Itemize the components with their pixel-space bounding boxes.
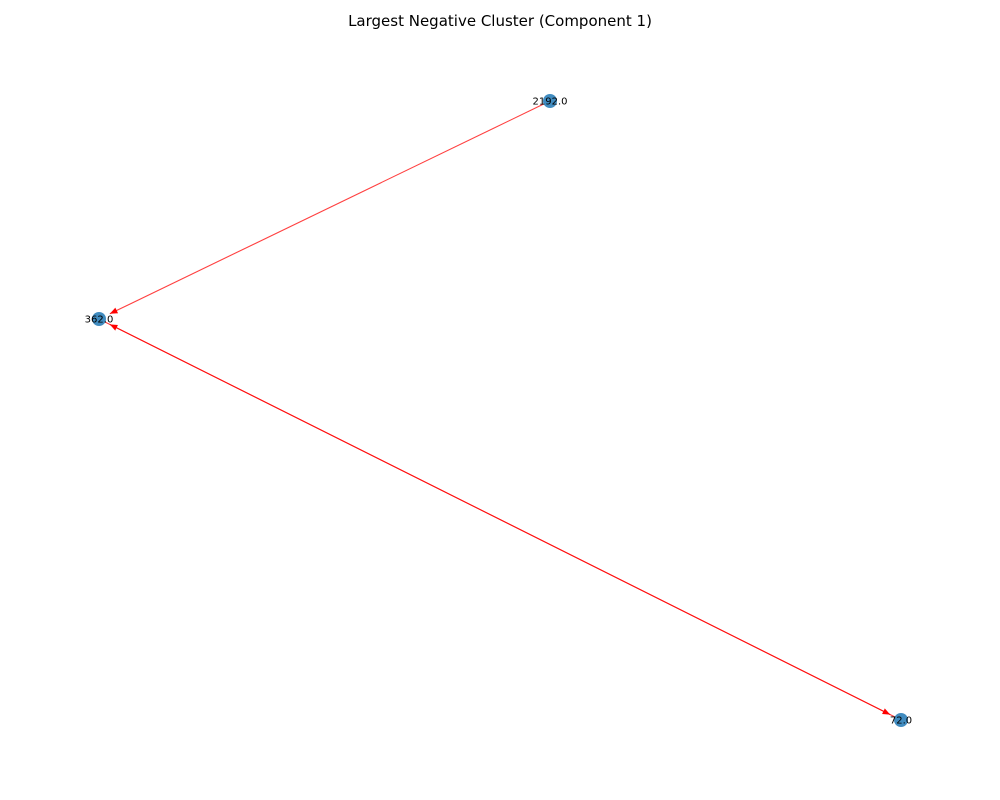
node-label-72: 72.0 [890, 716, 912, 727]
edges-layer [105, 103, 895, 718]
diagram-title: Largest Negative Cluster (Component 1) [348, 12, 652, 30]
node-label-362: 362.0 [85, 315, 114, 326]
node-circle-2192 [543, 94, 557, 108]
node-362: 362.0 [85, 312, 114, 326]
node-label-2192: 2192.0 [533, 97, 568, 108]
edge-2192-to-362 [109, 103, 544, 315]
edge-72-to-362 [109, 323, 895, 718]
node-circle-72 [894, 713, 908, 727]
node-circle-362 [92, 312, 106, 326]
node-2192: 2192.0 [533, 94, 568, 108]
nodes-layer: 2192.0 362.0 72.0 [85, 94, 912, 727]
node-72: 72.0 [890, 713, 912, 727]
